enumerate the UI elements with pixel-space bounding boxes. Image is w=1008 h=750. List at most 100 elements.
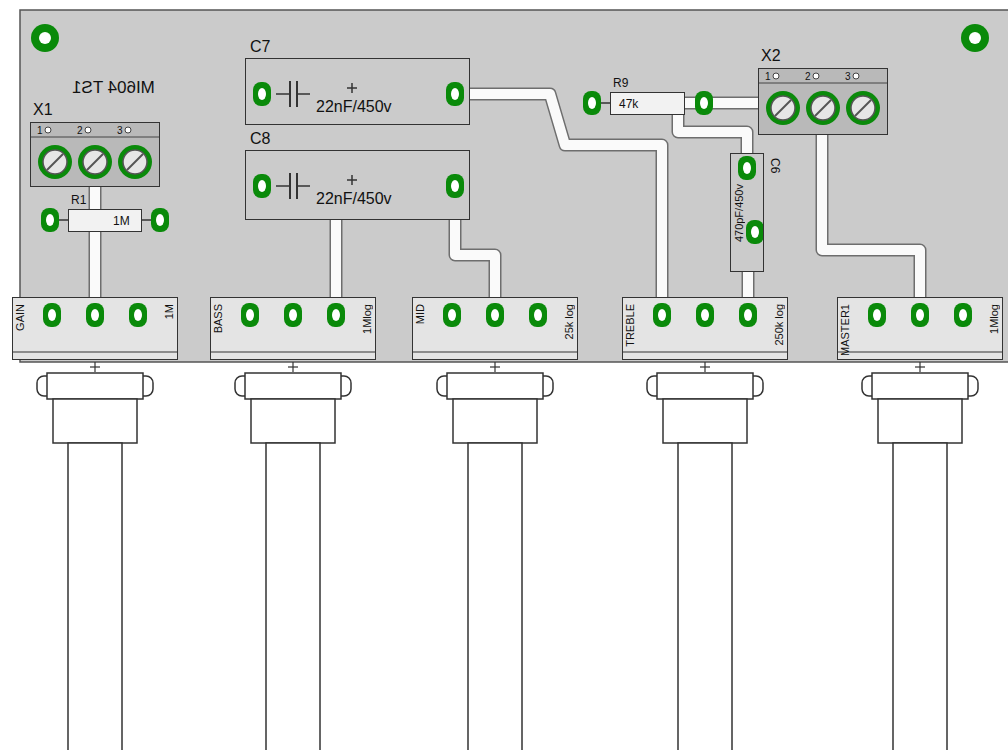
part-name: R1 xyxy=(71,194,86,206)
pot-center-mark xyxy=(919,362,920,372)
solder-pad xyxy=(327,303,345,327)
pot-name: GAIN xyxy=(15,304,26,331)
resistor-lead xyxy=(142,219,152,221)
solder-pad xyxy=(739,303,757,327)
solder-pad xyxy=(41,208,59,232)
potentiometer: GAIN 1M xyxy=(12,297,178,360)
solder-pad xyxy=(241,303,259,327)
mounting-hole-drill xyxy=(969,32,981,44)
solder-pad xyxy=(696,303,714,327)
pot-nut xyxy=(447,373,543,399)
trace-outline xyxy=(89,187,102,297)
copper-trace xyxy=(470,94,662,297)
trace-copper xyxy=(470,94,662,297)
copper-trace xyxy=(822,135,920,297)
part-name: X2 xyxy=(761,48,781,64)
pot-shaft xyxy=(678,443,732,750)
terminal-screw xyxy=(38,145,72,179)
pot-value: 1M xyxy=(164,304,175,319)
pot-center-mark xyxy=(292,362,293,372)
solder-pad xyxy=(253,174,271,198)
terminal-block-strip xyxy=(758,83,888,84)
part-value: 470pF/450v xyxy=(734,184,745,242)
trace-outline xyxy=(742,272,755,297)
pot-center-mark xyxy=(704,362,705,372)
copper-trace xyxy=(336,220,337,297)
pot-nut xyxy=(47,373,143,399)
pin-number: 1 xyxy=(37,126,43,136)
pot-center-mark xyxy=(94,362,95,372)
solder-pad xyxy=(43,303,61,327)
pot-body xyxy=(12,297,178,360)
part-value: 22nF/450v xyxy=(316,99,392,115)
resistor-symbol: R11M xyxy=(68,209,142,232)
potentiometer: BASS 1Mlog xyxy=(210,297,376,360)
capacitor-plate xyxy=(289,81,291,107)
part-name: R9 xyxy=(613,77,628,89)
pot-shaft xyxy=(68,443,122,750)
part-value: 22nF/450v xyxy=(316,191,392,207)
pot-body xyxy=(837,297,1003,360)
pot-value: 25k log xyxy=(564,304,575,339)
solder-pad xyxy=(583,91,601,115)
terminal-screw xyxy=(118,145,152,179)
pot-shaft xyxy=(468,443,522,750)
resistor-symbol: R947k xyxy=(610,92,685,115)
pot-divider xyxy=(210,352,376,353)
pin-number: 2 xyxy=(77,126,83,136)
pin-mark xyxy=(125,127,131,133)
pot-body xyxy=(622,297,788,360)
copper-trace xyxy=(95,187,96,297)
pot-shaft xyxy=(893,443,947,750)
solder-pad xyxy=(738,156,756,180)
terminal-screw xyxy=(846,91,880,125)
capacitor-lead xyxy=(276,185,290,187)
trace-copper xyxy=(90,187,100,297)
solder-pad xyxy=(443,303,461,327)
terminal-screw xyxy=(766,91,800,125)
solder-pad xyxy=(486,303,504,327)
part-name: C7 xyxy=(250,39,270,55)
board-marking: MI604 TS1 xyxy=(72,79,155,96)
terminal-screw xyxy=(78,145,112,179)
pot-divider xyxy=(12,352,178,353)
solder-pad xyxy=(911,303,929,327)
pot-bushing xyxy=(251,399,335,443)
part-name: C6 xyxy=(769,158,781,173)
terminal-block-body xyxy=(758,68,888,135)
copper-trace xyxy=(678,115,747,153)
capacitor-lead xyxy=(276,93,290,95)
solder-pad xyxy=(954,303,972,327)
pin-mark xyxy=(853,73,859,79)
trace-copper xyxy=(455,220,495,297)
trace-outline xyxy=(455,220,495,297)
solder-pad xyxy=(151,208,169,232)
solder-pad xyxy=(446,82,464,106)
pot-name: MASTER1 xyxy=(840,304,851,356)
capacitor-outline: C6470pF/450v xyxy=(730,153,764,272)
part-value: 47k xyxy=(619,98,638,110)
pot-value: 250k log xyxy=(774,304,785,346)
part-name: X1 xyxy=(33,102,53,118)
pot-value: 1Mlog xyxy=(362,304,373,334)
capacitor-outline: C822nF/450v xyxy=(245,150,470,220)
pin-number: 1 xyxy=(765,72,771,82)
trace-outline xyxy=(822,135,920,297)
pot-name: MID xyxy=(415,304,426,324)
pot-shaft xyxy=(266,443,320,750)
pot-name: BASS xyxy=(213,304,224,333)
solder-pad xyxy=(284,303,302,327)
solder-pad xyxy=(695,91,713,115)
trace-copper xyxy=(331,220,341,297)
solder-pad xyxy=(868,303,886,327)
pot-divider xyxy=(837,352,1003,353)
resistor-lead xyxy=(58,219,68,221)
trace-copper xyxy=(822,135,920,297)
part-name: C8 xyxy=(250,131,270,147)
solder-pad xyxy=(529,303,547,327)
solder-pad xyxy=(253,82,271,106)
pin-number: 3 xyxy=(117,126,123,136)
solder-pad xyxy=(746,220,764,244)
resistor-lead xyxy=(600,102,610,104)
pot-center-mark xyxy=(494,362,495,372)
